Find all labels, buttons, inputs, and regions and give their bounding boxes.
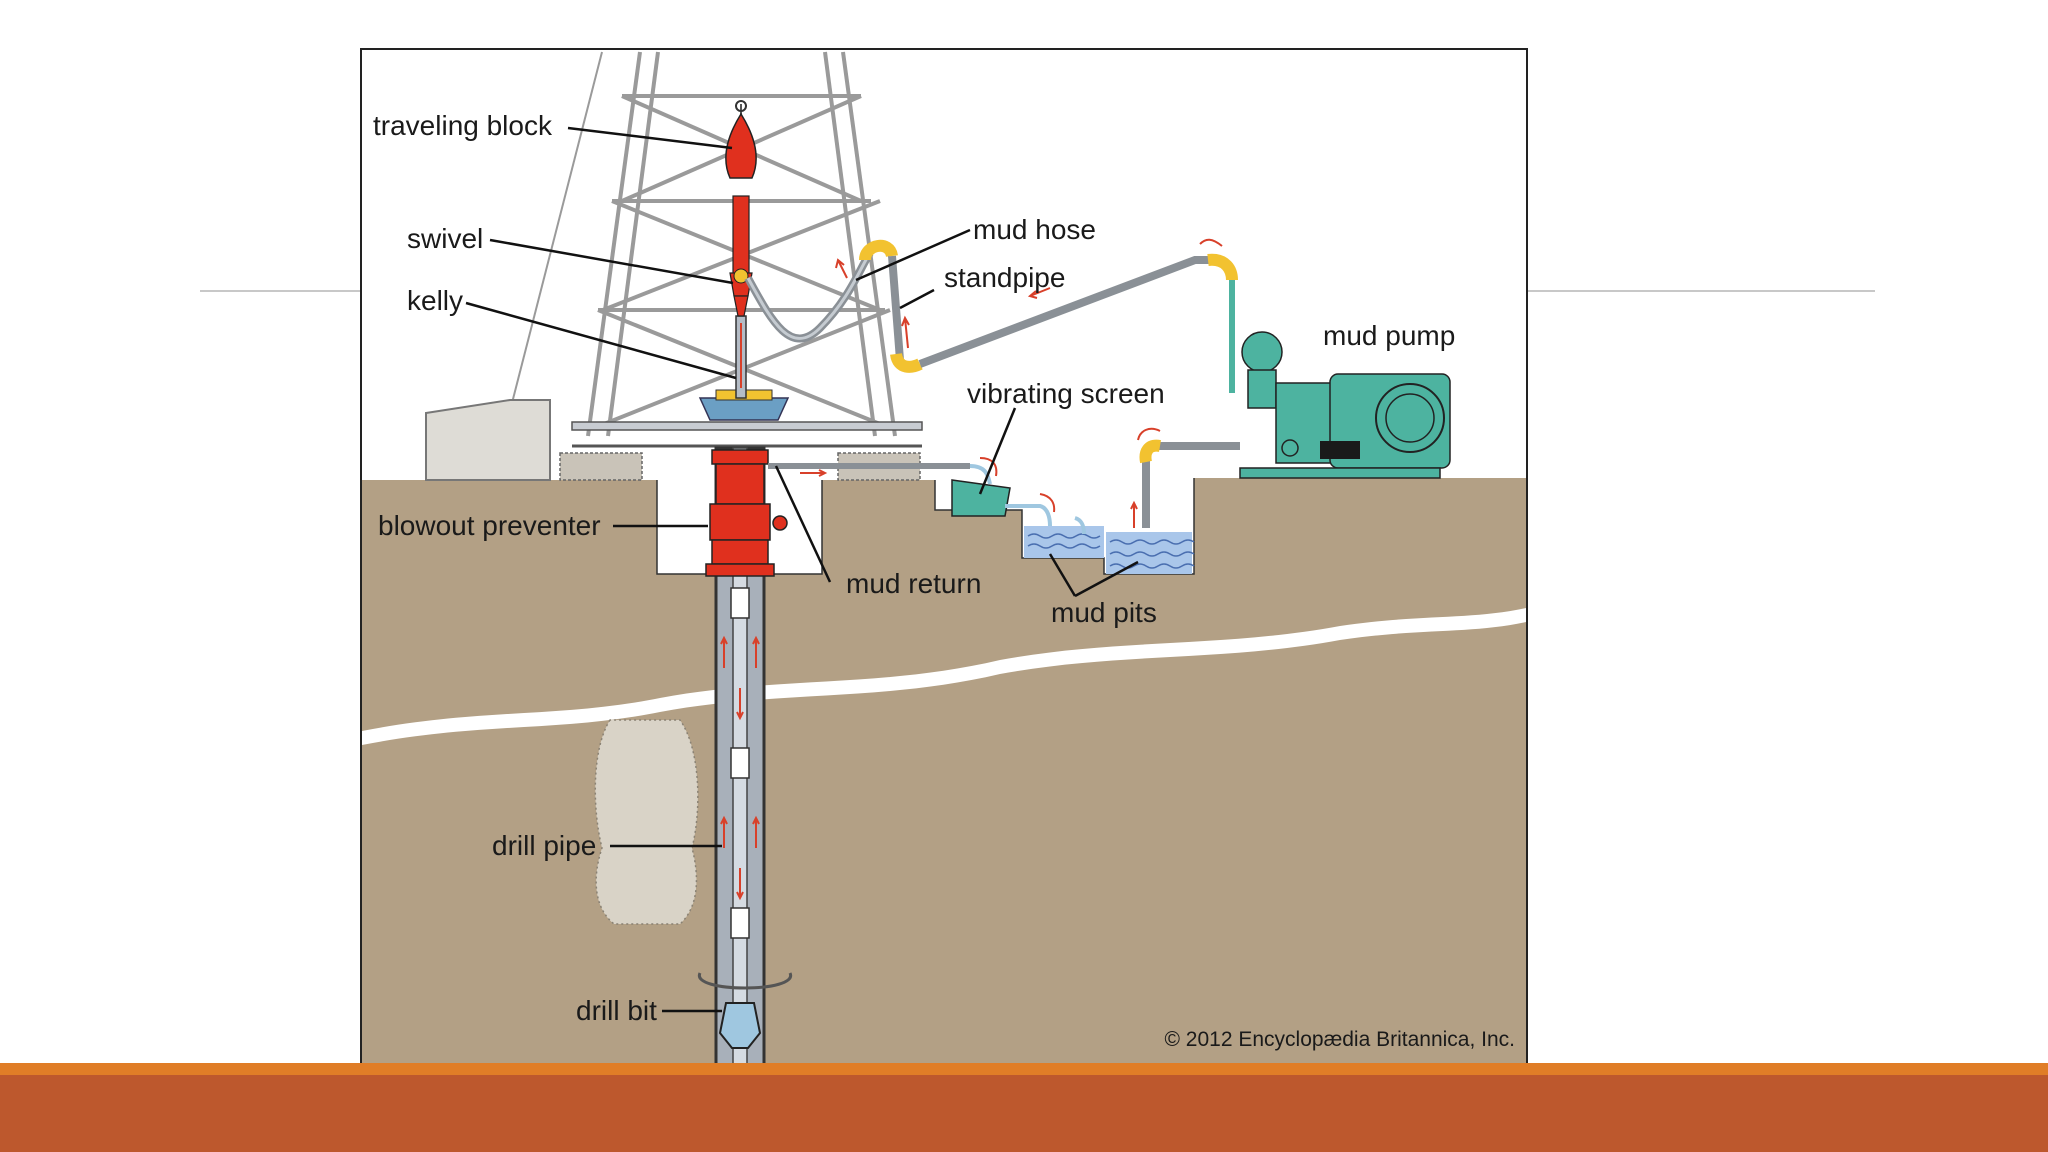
mud-pump (1239, 331, 1451, 479)
standpipe (888, 255, 904, 361)
label-mud-hose: mud hose (973, 214, 1096, 245)
label-mud-pits: mud pits (1051, 597, 1157, 628)
label-drill-bit: drill bit (576, 995, 657, 1026)
mud-pit-left (1024, 526, 1104, 558)
title-rule-left (200, 290, 363, 292)
label-standpipe: standpipe (944, 262, 1065, 293)
label-kelly: kelly (407, 285, 463, 316)
label-mud-pump: mud pump (1323, 320, 1455, 351)
rig-floor (571, 421, 923, 431)
footer-accent-stripe (0, 1063, 2048, 1075)
borehole-cavity (594, 719, 699, 925)
hose-gooseneck (859, 240, 898, 262)
depth-break-line (362, 608, 1526, 745)
label-traveling-block: traveling block (373, 110, 553, 141)
drill-bit (718, 1002, 762, 1049)
footer-bar (0, 1075, 2048, 1152)
flow-arrows-pipe (720, 635, 760, 901)
drilling-rig-diagram: traveling block swivel kelly mud hose st… (360, 48, 1528, 1067)
shed (425, 399, 551, 481)
ground (362, 478, 1526, 1065)
rotation-arrow (698, 972, 792, 990)
title-rule-right (1527, 290, 1875, 292)
flow-arrows-standpipe (835, 238, 1223, 349)
label-vibrating-screen: vibrating screen (967, 378, 1165, 409)
vibrating-screen (951, 479, 1011, 517)
label-drill-pipe: drill pipe (492, 830, 596, 861)
concrete-pad-left (559, 452, 643, 481)
copyright-notice: © 2012 Encyclopædia Britannica, Inc. (1165, 1028, 1516, 1051)
pit-water-waves (1027, 533, 1195, 569)
label-swivel: swivel (407, 223, 483, 254)
leader-lines (465, 126, 1139, 1013)
blowout-preventer (705, 449, 788, 577)
traveling-block (725, 112, 757, 179)
rotary-table (698, 397, 790, 421)
label-blowout-preventer: blowout preventer (378, 510, 601, 541)
label-mud-return: mud return (846, 568, 981, 599)
